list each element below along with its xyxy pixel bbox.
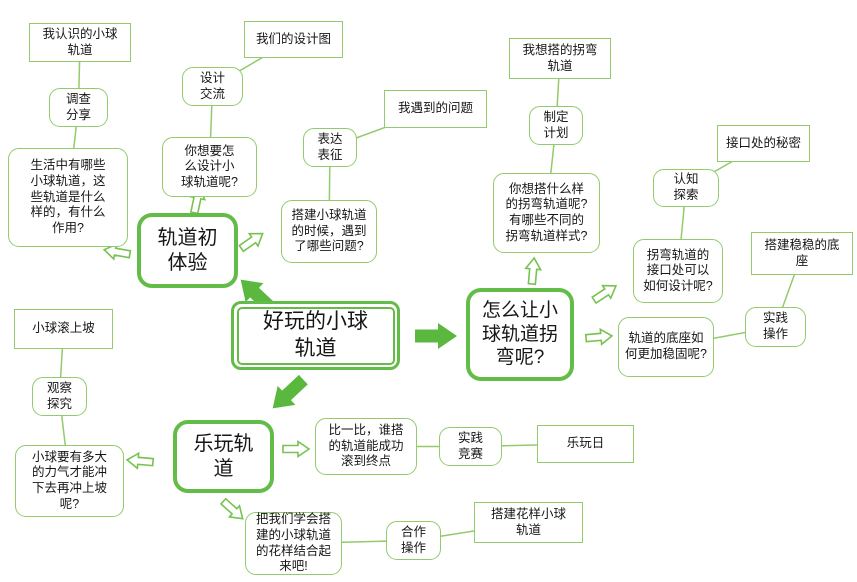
leaf-ball-uphill[interactable]: 小球滚上坡	[14, 309, 113, 349]
q-joint-design-label: 拐弯轨道的 接口处可以 如何设计呢?	[643, 247, 713, 293]
leaf-turn-track-want-label: 我想搭的拐弯 轨道	[522, 42, 598, 73]
q-life-tracks-label: 生活中有哪些 小球轨道，这 些轨道是什么 样的，有什么 作用?	[30, 158, 106, 235]
q-compare-race[interactable]: 比一比，谁搭 的轨道能成功 滚到终点	[315, 418, 417, 475]
hollow-arrow	[238, 232, 264, 253]
solid-arrow	[415, 323, 457, 349]
q-turn-styles-label: 你想搭什么样 的拐弯轨道呢? 有哪些不同的 拐弯轨道样式?	[505, 181, 588, 243]
q-ball-force-label: 小球要有多大 的力气才能冲 下去再冲上坡 呢?	[31, 449, 107, 511]
tag-express-represent[interactable]: 表达 表征	[303, 128, 357, 167]
hollow-arrow	[102, 242, 132, 261]
hollow-arrow	[282, 439, 311, 459]
solid-arrow	[272, 374, 308, 409]
hollow-arrow	[591, 284, 618, 305]
leaf-ball-uphill-label: 小球滚上坡	[32, 321, 95, 336]
main-how-to-turn[interactable]: 怎么让小 球轨道拐 弯呢?	[466, 288, 574, 381]
tag-observe-inquire[interactable]: 观察 探究	[32, 377, 87, 416]
leaf-fancy-track-label: 搭建花样小球 轨道	[490, 506, 566, 537]
leaf-our-design-chart[interactable]: 我们的设计图	[244, 21, 343, 58]
q-joint-design[interactable]: 拐弯轨道的 接口处可以 如何设计呢?	[633, 239, 723, 303]
leaf-known-ball-tracks-label: 我认识的小球 轨道	[42, 26, 118, 57]
tag-practice-operate[interactable]: 实践 操作	[745, 307, 806, 347]
leaf-stable-base[interactable]: 搭建稳稳的底 座	[751, 232, 853, 275]
center-topic-label: 好玩的小球 轨道	[263, 310, 368, 360]
leaf-turn-track-want[interactable]: 我想搭的拐弯 轨道	[509, 38, 611, 79]
leaf-joint-secret[interactable]: 接口处的秘密	[717, 125, 810, 162]
tag-express-represent-label: 表达 表征	[317, 131, 343, 162]
q-life-tracks[interactable]: 生活中有哪些 小球轨道，这 些轨道是什么 样的，有什么 作用?	[8, 148, 128, 247]
hollow-arrow	[125, 451, 155, 470]
leaf-joint-secret-label: 接口处的秘密	[725, 135, 801, 150]
tag-practice-compete[interactable]: 实践 竞赛	[439, 427, 502, 466]
leaf-known-ball-tracks[interactable]: 我认识的小球 轨道	[29, 23, 131, 62]
q-combine-patterns-label: 把我们学会搭 建的小球轨道 的花样结合起 来吧!	[255, 512, 331, 574]
leaf-stable-base-label: 搭建稳稳的底 座	[764, 237, 840, 268]
hollow-arrow	[584, 327, 614, 346]
center-topic[interactable]: 好玩的小球 轨道	[231, 301, 400, 370]
tag-survey-share[interactable]: 调查 分享	[49, 88, 108, 127]
hollow-arrow	[524, 256, 543, 286]
main-track-first-experience-label: 轨道初 体验	[157, 226, 218, 274]
tag-design-exchange[interactable]: 设计 交流	[182, 67, 243, 106]
leaf-fun-day-label: 乐玩日	[566, 436, 605, 451]
tag-cognitive-explore[interactable]: 认知 探索	[653, 169, 719, 207]
q-ball-force[interactable]: 小球要有多大 的力气才能冲 下去再冲上坡 呢?	[15, 445, 124, 517]
tag-survey-share-label: 调查 分享	[65, 91, 91, 122]
hollow-arrow	[219, 497, 244, 520]
tag-cooperate-operate[interactable]: 合作 操作	[386, 521, 441, 560]
leaf-fun-day[interactable]: 乐玩日	[537, 425, 634, 463]
q-turn-styles[interactable]: 你想搭什么样 的拐弯轨道呢? 有哪些不同的 拐弯轨道样式?	[493, 173, 600, 253]
tag-make-plan[interactable]: 制定 计划	[529, 106, 583, 145]
q-how-design[interactable]: 你想要怎 么设计小 球轨道呢?	[162, 137, 257, 197]
tag-cooperate-operate-label: 合作 操作	[400, 524, 426, 555]
q-compare-race-label: 比一比，谁搭 的轨道能成功 滚到终点	[328, 423, 404, 469]
main-fun-play-track[interactable]: 乐玩轨 道	[173, 420, 274, 493]
main-fun-play-track-label: 乐玩轨 道	[193, 432, 254, 480]
main-how-to-turn-label: 怎么让小 球轨道拐 弯呢?	[481, 299, 558, 369]
leaf-fancy-track[interactable]: 搭建花样小球 轨道	[474, 502, 583, 543]
q-build-problems[interactable]: 搭建小球轨道 的时候，遇到 了哪些问题?	[281, 200, 377, 263]
tag-design-exchange-label: 设计 交流	[199, 70, 225, 101]
leaf-problems-met[interactable]: 我遇到的问题	[384, 90, 487, 128]
q-how-design-label: 你想要怎 么设计小 球轨道呢?	[181, 143, 238, 189]
tag-practice-operate-label: 实践 操作	[762, 311, 788, 341]
leaf-our-design-chart-label: 我们的设计图	[255, 31, 331, 46]
main-track-first-experience[interactable]: 轨道初 体验	[137, 213, 238, 288]
leaf-problems-met-label: 我遇到的问题	[397, 101, 473, 116]
tag-practice-compete-label: 实践 竞赛	[457, 430, 483, 461]
tag-observe-inquire-label: 观察 探究	[46, 380, 72, 411]
q-base-stability[interactable]: 轨道的底座如 何更加稳固呢?	[618, 317, 714, 377]
tag-cognitive-explore-label: 认知 探索	[673, 172, 699, 202]
q-build-problems-label: 搭建小球轨道 的时候，遇到 了哪些问题?	[291, 208, 367, 254]
q-base-stability-label: 轨道的底座如 何更加稳固呢?	[625, 331, 707, 361]
tag-make-plan-label: 制定 计划	[543, 109, 569, 140]
q-combine-patterns[interactable]: 把我们学会搭 建的小球轨道 的花样结合起 来吧!	[245, 512, 342, 575]
